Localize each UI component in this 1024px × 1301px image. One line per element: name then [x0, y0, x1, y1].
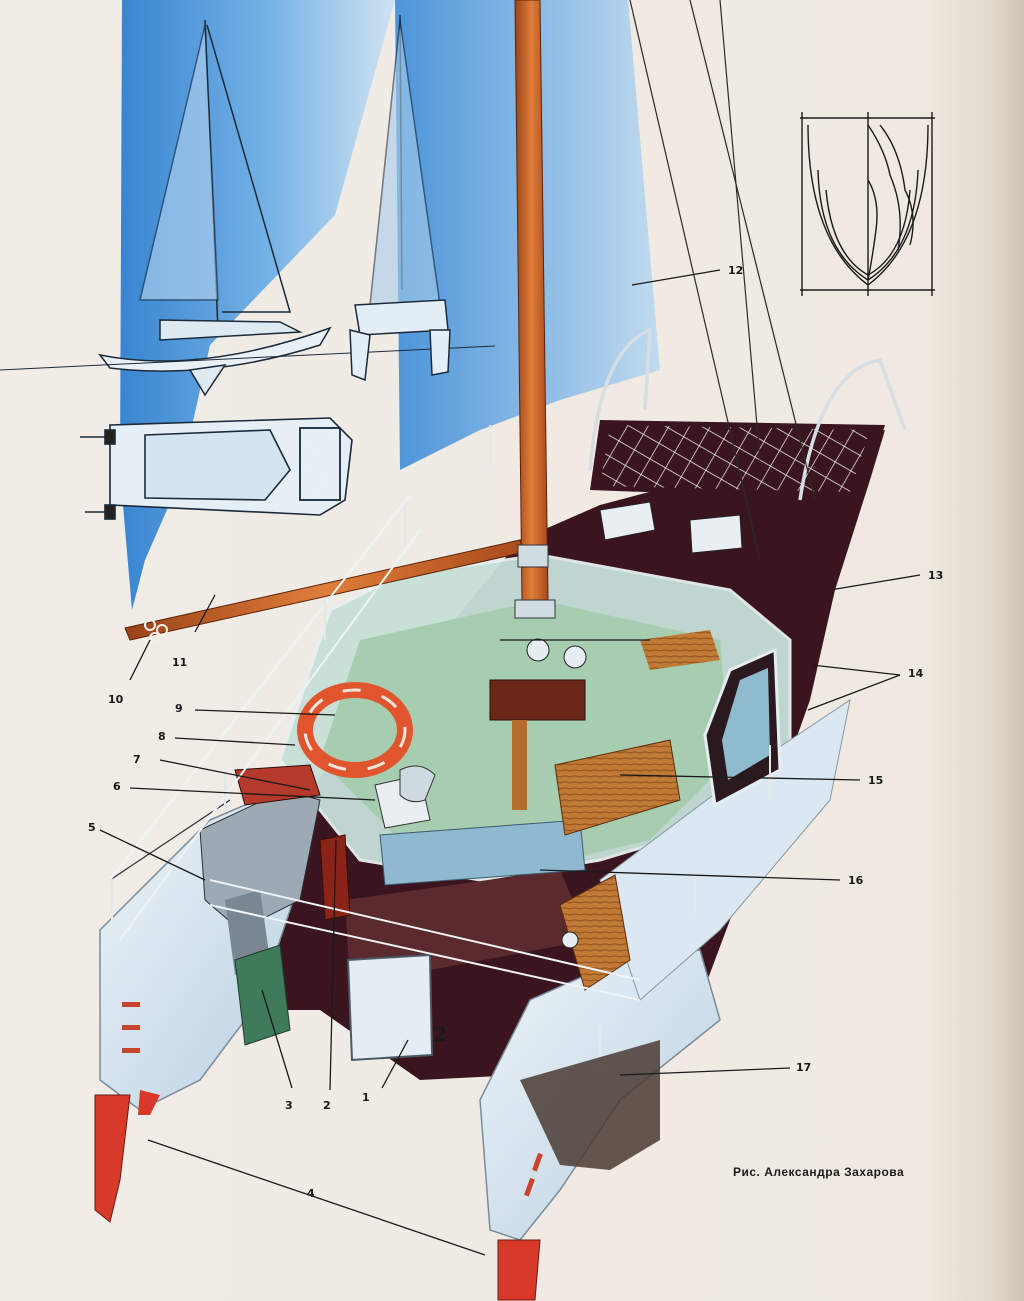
callout-11: 11 — [172, 656, 188, 669]
saloon-table — [489, 679, 586, 721]
rigging — [109, 0, 816, 881]
callout-3: 3 — [285, 1099, 293, 1112]
illustration-credit: Рис. Александра Захарова — [733, 1165, 905, 1179]
forward-hatch-right — [689, 514, 743, 554]
forward-hatch-left — [599, 501, 656, 541]
callout-8: 8 — [158, 730, 166, 743]
hull-keel-block — [520, 1040, 660, 1170]
callout-12: 12 — [728, 264, 744, 277]
boom-end-fitting — [144, 619, 168, 644]
forward-bunk-wood — [640, 630, 720, 670]
figure-number: 2 — [433, 1022, 447, 1046]
callout-2: 2 — [323, 1099, 331, 1112]
sink — [399, 765, 436, 803]
callout-1: 1 — [362, 1091, 370, 1104]
callout-10: 10 — [108, 693, 124, 706]
catamaran-front-sketch — [349, 14, 451, 382]
plan-view-sketch — [80, 417, 353, 520]
stanchions — [111, 425, 771, 1070]
hull-section-diagram — [800, 112, 935, 296]
compass — [526, 638, 550, 662]
callout-15: 15 — [868, 774, 884, 787]
wooden-berth — [554, 739, 681, 836]
aft-locker-box — [346, 953, 434, 1062]
callout-16: 16 — [848, 874, 864, 887]
callout-5: 5 — [88, 821, 96, 834]
port-rudder-2 — [138, 1090, 160, 1115]
callout-4: 4 — [307, 1187, 315, 1200]
outboard-engine — [199, 764, 321, 975]
callout-17: 17 — [796, 1061, 812, 1074]
starboard-rudder — [497, 1239, 541, 1301]
main-sail — [120, 0, 395, 610]
callout-7: 7 — [133, 753, 141, 766]
aft-seat-cushion — [379, 819, 586, 886]
wooden-grating — [559, 874, 631, 991]
fuel-tank — [234, 944, 291, 1046]
bow-pulpits — [588, 327, 907, 501]
callout-13: 13 — [928, 569, 944, 582]
callout-6: 6 — [113, 780, 121, 793]
lifelines — [109, 494, 641, 1001]
callout-9: 9 — [175, 702, 183, 715]
monohull-profile-sketch — [0, 19, 496, 397]
callout-leaders — [99, 269, 921, 1256]
callout-14: 14 — [908, 667, 924, 680]
hull-steps — [122, 1002, 543, 1197]
port-rudder — [94, 1094, 131, 1223]
